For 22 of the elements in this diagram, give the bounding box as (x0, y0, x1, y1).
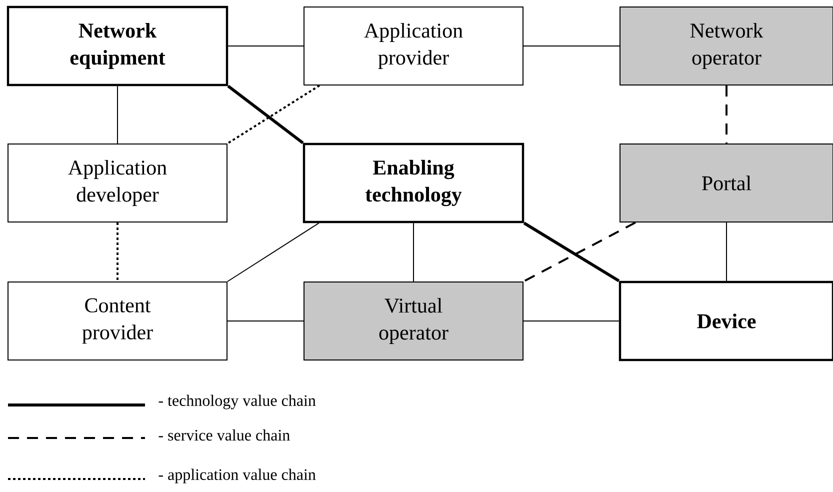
connector-line (227, 84, 304, 144)
connector-line (227, 222, 320, 282)
connector-line (726, 86, 728, 144)
connector-line (117, 86, 118, 144)
box: Network equipment (6, 6, 228, 86)
box: Device (618, 280, 833, 362)
box: Portal (620, 144, 833, 222)
box: Application developer (8, 144, 228, 222)
connector-line (523, 320, 620, 322)
connector-line (116, 222, 118, 282)
connector-line (413, 222, 414, 282)
box: Enabling technology (302, 142, 524, 224)
box: Virtual operator (304, 282, 524, 360)
legend-text: - application value chain (158, 468, 316, 484)
connector-line (226, 84, 320, 144)
connector-line (227, 320, 304, 322)
box: Content provider (8, 282, 228, 360)
legend-text: - service value chain (158, 429, 290, 441)
box: Network operator (620, 6, 833, 86)
connector-line (726, 222, 727, 282)
legend-text: - technology value chain (158, 394, 316, 410)
box: Application provider (304, 6, 524, 86)
